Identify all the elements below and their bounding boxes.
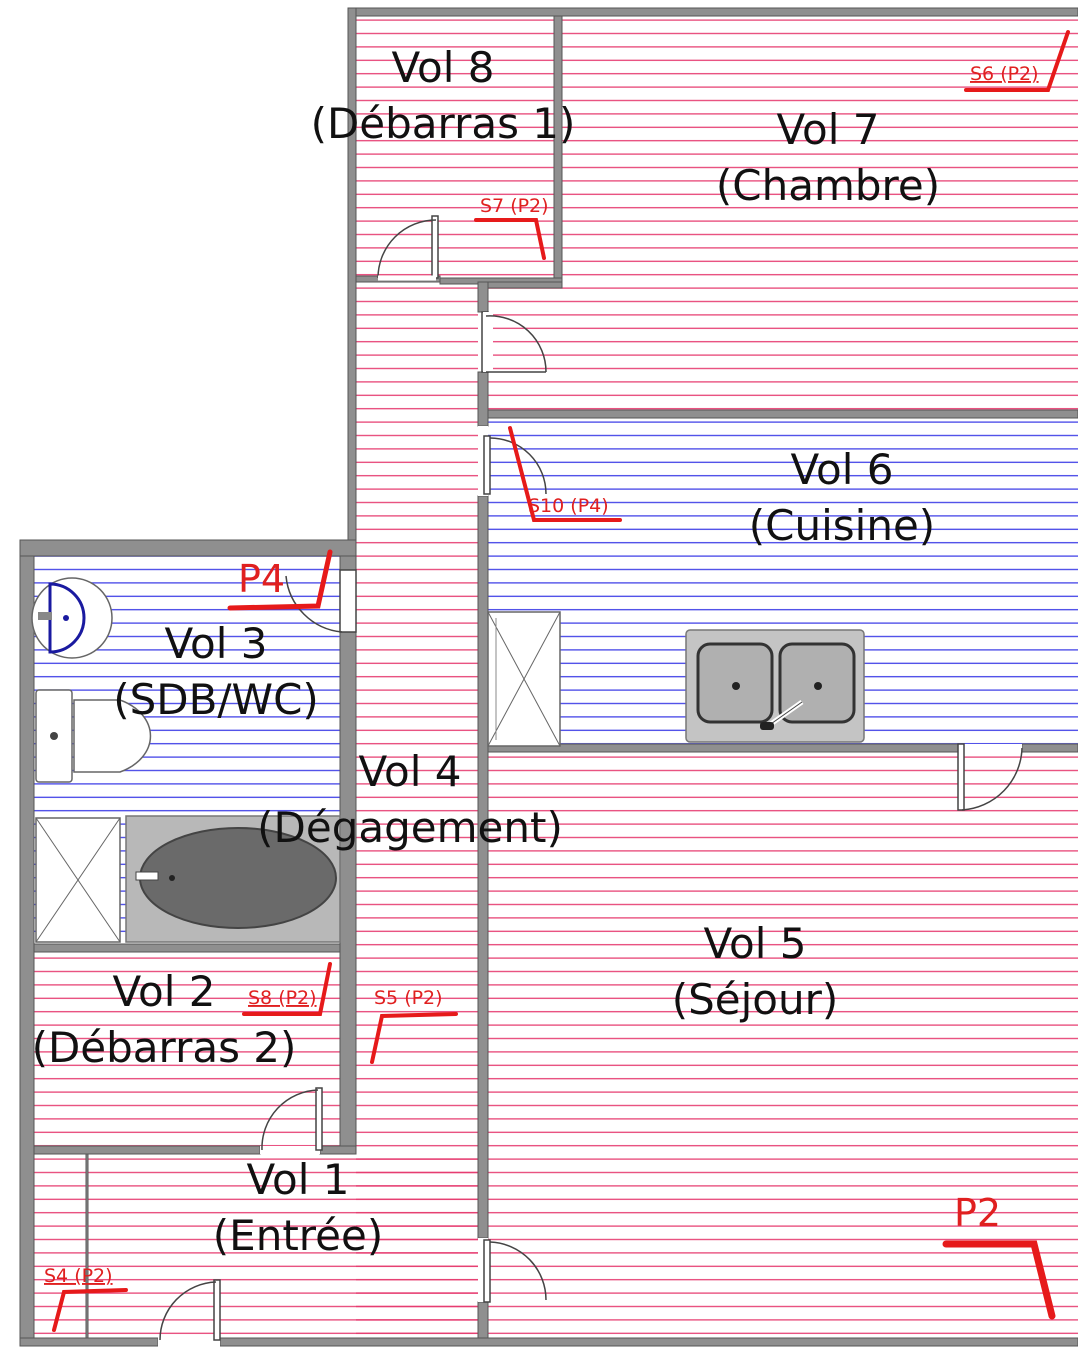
hatch-vol7b [488,286,1078,410]
hatch-vol2 [34,952,340,1146]
vol1-name: (Entrée) [213,1211,383,1260]
double-sink-icon [685,629,865,743]
marker-s5-label: S5 (P2) [374,987,443,1009]
vol5-name: (Séjour) [672,975,839,1024]
bathtub-icon [125,815,341,943]
marker-s5: S5 (P2) [370,987,458,1064]
wall-bath-top [19,539,357,557]
doors [158,215,1023,1347]
vol7-name: (Chambre) [716,161,940,210]
wall-bath-right-b [339,631,357,1147]
wall-vol2-bottom-a [33,1145,261,1155]
vol7-title: Vol 7 [777,105,880,154]
door-vol7[interactable] [481,311,547,373]
wall-bottom-b [219,1337,1078,1347]
toilet-icon [35,689,152,783]
marker-s10-label: S10 (P4) [528,495,609,517]
door-vol1-corridor[interactable] [478,1238,547,1303]
wall-left-outer [19,539,35,1347]
wall-vol8-right [553,15,563,287]
vol8-title: Vol 8 [392,43,495,92]
vol1-title: Vol 1 [247,1155,350,1204]
wall-corridor-right-c [477,495,489,1239]
hatch-vol1 [34,1154,478,1338]
wall-corridor-right-b [477,371,489,427]
vol3-title: Vol 3 [165,619,268,668]
hatch-vol5 [488,752,1078,1338]
vol2-name: (Débarras 2) [32,1023,297,1072]
wall-vol6-bottom-b [1021,743,1078,753]
vol6-title: Vol 6 [791,445,894,494]
marker-p2: P2 [942,1191,1056,1320]
walls [19,7,1078,1347]
wall-vol7-bottom [481,281,563,289]
cabinet-icon [487,611,561,747]
marker-p4-label: P4 [238,557,285,601]
marker-s8: S8 (P2) [242,962,332,1016]
sink-icon [31,577,113,659]
door-entrance[interactable] [158,1279,221,1347]
vol4-title: Vol 4 [359,747,462,796]
shower-icon [35,817,121,943]
vol8-name: (Débarras 1) [311,99,576,148]
door-vol3[interactable] [285,569,357,633]
marker-s6: S6 (P2) [964,30,1070,92]
hatch-vol7 [562,16,1078,286]
vol2-title: Vol 2 [113,967,216,1016]
wall-bath-right-a [339,555,357,571]
marker-p4: P4 [227,549,333,611]
marker-s4: S4 (P2) [44,1265,128,1332]
door-vol8[interactable] [377,215,439,281]
wall-vol1-thin [85,1153,89,1339]
marker-s6-label: S6 (P2) [970,63,1039,85]
fixtures [31,577,865,943]
vol6-name: (Cuisine) [749,501,935,550]
marker-s7-label: S7 (P2) [480,195,549,217]
door-vol2[interactable] [260,1087,323,1154]
marker-s8-label: S8 (P2) [248,987,317,1009]
wall-corridor-right-a [477,281,489,313]
room-labels: Vol 8 (Débarras 1) Vol 7 (Chambre) Vol 6… [32,43,941,1260]
vol4-name: (Dégagement) [257,803,563,852]
wall-bath-bottom [33,943,341,953]
wall-top-building [347,7,1078,17]
marker-s4-label: S4 (P2) [44,1265,113,1287]
hatch-vol8 [356,16,554,280]
marker-p2-label: P2 [954,1191,1001,1235]
door-vol6[interactable] [478,426,547,496]
vol3-name: (SDB/WC) [113,675,319,724]
wall-bottom-a [19,1337,159,1347]
wall-vol6-top [487,409,1078,419]
wall-left-upper [347,7,357,557]
vol5-title: Vol 5 [704,919,807,968]
wall-vol2-bottom-b [319,1145,357,1155]
marker-s10: S10 (P4) [508,426,622,522]
marker-s7: S7 (P2) [474,195,549,260]
markers: S6 (P2) S7 (P2) S10 (P4) P4 S8 (P2) S5 (… [44,30,1070,1332]
door-vol5[interactable] [957,743,1023,811]
wall-corridor-right-d [477,1301,489,1343]
